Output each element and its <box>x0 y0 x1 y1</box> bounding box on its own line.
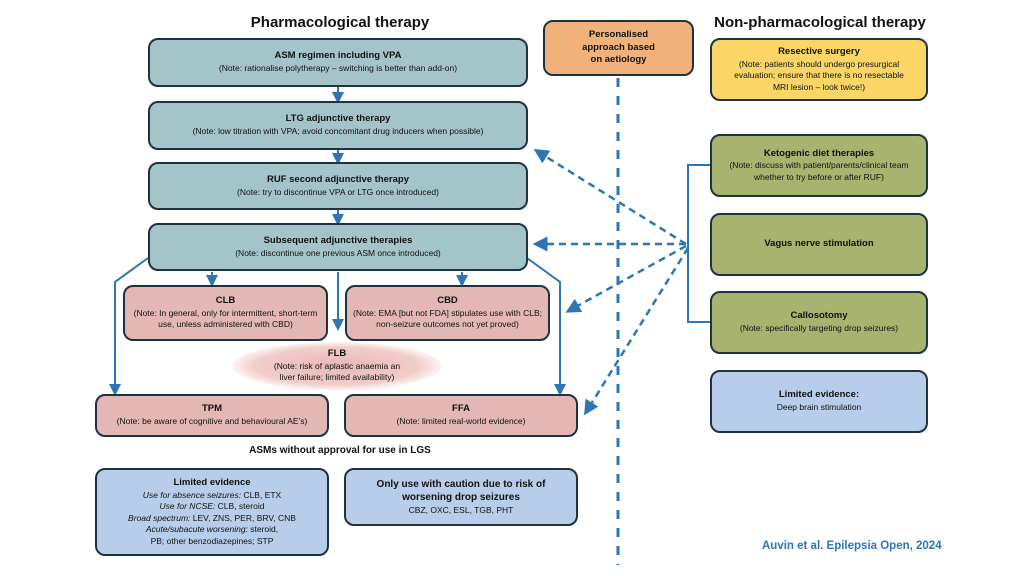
evidence-line: Use for absence seizures: CLB, ETX <box>143 490 281 501</box>
evidence-label: Use for NCSE: <box>159 501 216 512</box>
caution-box: Only use with caution due to risk of wor… <box>344 468 578 526</box>
evidence-value: LEV, ZNS, PER, BRV, CNB <box>190 512 296 523</box>
step-ruf: RUF second adjunctive therapy (Note: try… <box>148 162 528 210</box>
option-flb: FLB (Note: risk of aplastic anaemia an l… <box>232 342 442 390</box>
box-title: Resective surgery <box>778 45 860 57</box>
center-text: Personalised <box>588 28 649 40</box>
olive-bracket <box>687 164 712 323</box>
box-title: Limited evidence: <box>778 389 860 401</box>
resective-surgery-box: Resective surgery (Note: patients should… <box>710 38 928 101</box>
box-note: (Note: specifically targeting drop seizu… <box>739 323 899 334</box>
pharmacological-heading: Pharmacological therapy <box>250 14 430 31</box>
option-note: (Note: be aware of cognitive and behavio… <box>116 416 308 427</box>
box-title: Limited evidence <box>173 476 251 488</box>
deep-brain-stimulation-box: Limited evidence: Deep brain stimulation <box>710 370 928 433</box>
evidence-value: CLB, ETX <box>241 489 282 500</box>
box-note: evaluation; ensure that there is no rese… <box>734 70 904 81</box>
box-note: (Note: patients should undergo presurgic… <box>738 58 900 69</box>
option-note: (Note: risk of aplastic anaemia an <box>273 360 401 371</box>
step-title: ASM regimen including VPA <box>274 50 402 62</box>
evidence-label: Acute/subacute worsening: <box>145 524 248 535</box>
option-tpm: TPM (Note: be aware of cognitive and beh… <box>95 394 329 437</box>
option-ffa: FFA (Note: limited real-world evidence) <box>344 394 578 437</box>
box-title: Vagus nerve stimulation <box>764 238 874 250</box>
option-clb: CLB (Note: In general, only for intermit… <box>123 285 328 341</box>
evidence-line: Use for NCSE: CLB, steroid <box>160 501 265 512</box>
box-title: Ketogenic diet therapies <box>763 147 875 159</box>
arrow-to-ffa <box>526 257 566 396</box>
option-title: FFA <box>452 403 470 415</box>
non-pharmacological-heading: Non-pharmacological therapy <box>714 14 926 31</box>
step-title: LTG adjunctive therapy <box>285 113 391 125</box>
center-text: approach based <box>582 41 655 53</box>
dashed-arrow-to-cbd <box>565 244 687 313</box>
step-subsequent: Subsequent adjunctive therapies (Note: d… <box>148 223 528 271</box>
personalised-approach-box: Personalised approach based on aetiology <box>543 20 694 76</box>
option-title: CBD <box>437 295 458 307</box>
evidence-label: Broad spectrum: <box>128 512 191 523</box>
limited-evidence-box: Limited evidence Use for absence seizure… <box>95 468 329 556</box>
citation: Auvin et al. Epilepsia Open, 2024 <box>762 540 942 552</box>
step-note: (Note: rationalise polytherapy – switchi… <box>218 63 458 74</box>
dashed-arrow-to-ffa <box>584 247 690 416</box>
box-title: Only use with caution due to risk of <box>376 478 546 490</box>
box-note: Deep brain stimulation <box>776 402 862 413</box>
evidence-line: PB; other benzodiazepines; STP <box>150 535 274 546</box>
option-cbd: CBD (Note: EMA [but not FDA] stipulates … <box>345 285 550 341</box>
ketogenic-diet-box: Ketogenic diet therapies (Note: discuss … <box>710 134 928 197</box>
callosotomy-box: Callosotomy (Note: specifically targetin… <box>710 291 928 354</box>
option-title: TPM <box>201 403 223 415</box>
box-note: whether to try before or after RUF) <box>754 171 884 182</box>
caution-drugs: CBZ, OXC, ESL, TGB, PHT <box>408 504 514 515</box>
option-title: FLB <box>327 348 347 360</box>
step-asm-regimen: ASM regimen including VPA (Note: rationa… <box>148 38 528 87</box>
evidence-line: Acute/subacute worsening: steroid, <box>146 524 278 535</box>
step-ltg: LTG adjunctive therapy (Note: low titrat… <box>148 101 528 150</box>
step-note: (Note: discontinue one previous ASM once… <box>235 247 441 258</box>
unapproved-heading: ASMs without approval for use in LGS <box>249 445 431 456</box>
step-title: RUF second adjunctive therapy <box>266 173 409 185</box>
arrow-to-tpm <box>109 257 149 396</box>
option-note: (Note: EMA [but not FDA] stipulates use … <box>353 307 542 330</box>
evidence-label: Use for absence seizures: <box>142 489 242 500</box>
box-note: MRI lesion – look twice!) <box>772 81 866 92</box>
dashed-arrow-to-ruf <box>533 149 687 246</box>
evidence-value: steroid, <box>247 524 279 535</box>
box-title: worsening drop seizures <box>402 492 520 504</box>
box-title: Callosotomy <box>790 310 848 322</box>
option-note: liver failure; limited availability) <box>279 372 395 383</box>
box-note: (Note: discuss with patient/parents/clin… <box>729 160 909 171</box>
option-note: (Note: In general, only for intermittent… <box>133 307 318 330</box>
step-note: (Note: try to discontinue VPA or LTG onc… <box>237 186 439 197</box>
vns-box: Vagus nerve stimulation <box>710 213 928 276</box>
evidence-line: Broad spectrum: LEV, ZNS, PER, BRV, CNB <box>128 513 296 524</box>
step-title: Subsequent adjunctive therapies <box>263 234 413 246</box>
evidence-value: CLB, steroid <box>215 501 265 512</box>
option-title: CLB <box>215 295 236 307</box>
step-note: (Note: low titration with VPA; avoid con… <box>192 126 484 137</box>
option-note: (Note: limited real-world evidence) <box>396 416 526 427</box>
center-text: on aetiology <box>590 54 647 66</box>
